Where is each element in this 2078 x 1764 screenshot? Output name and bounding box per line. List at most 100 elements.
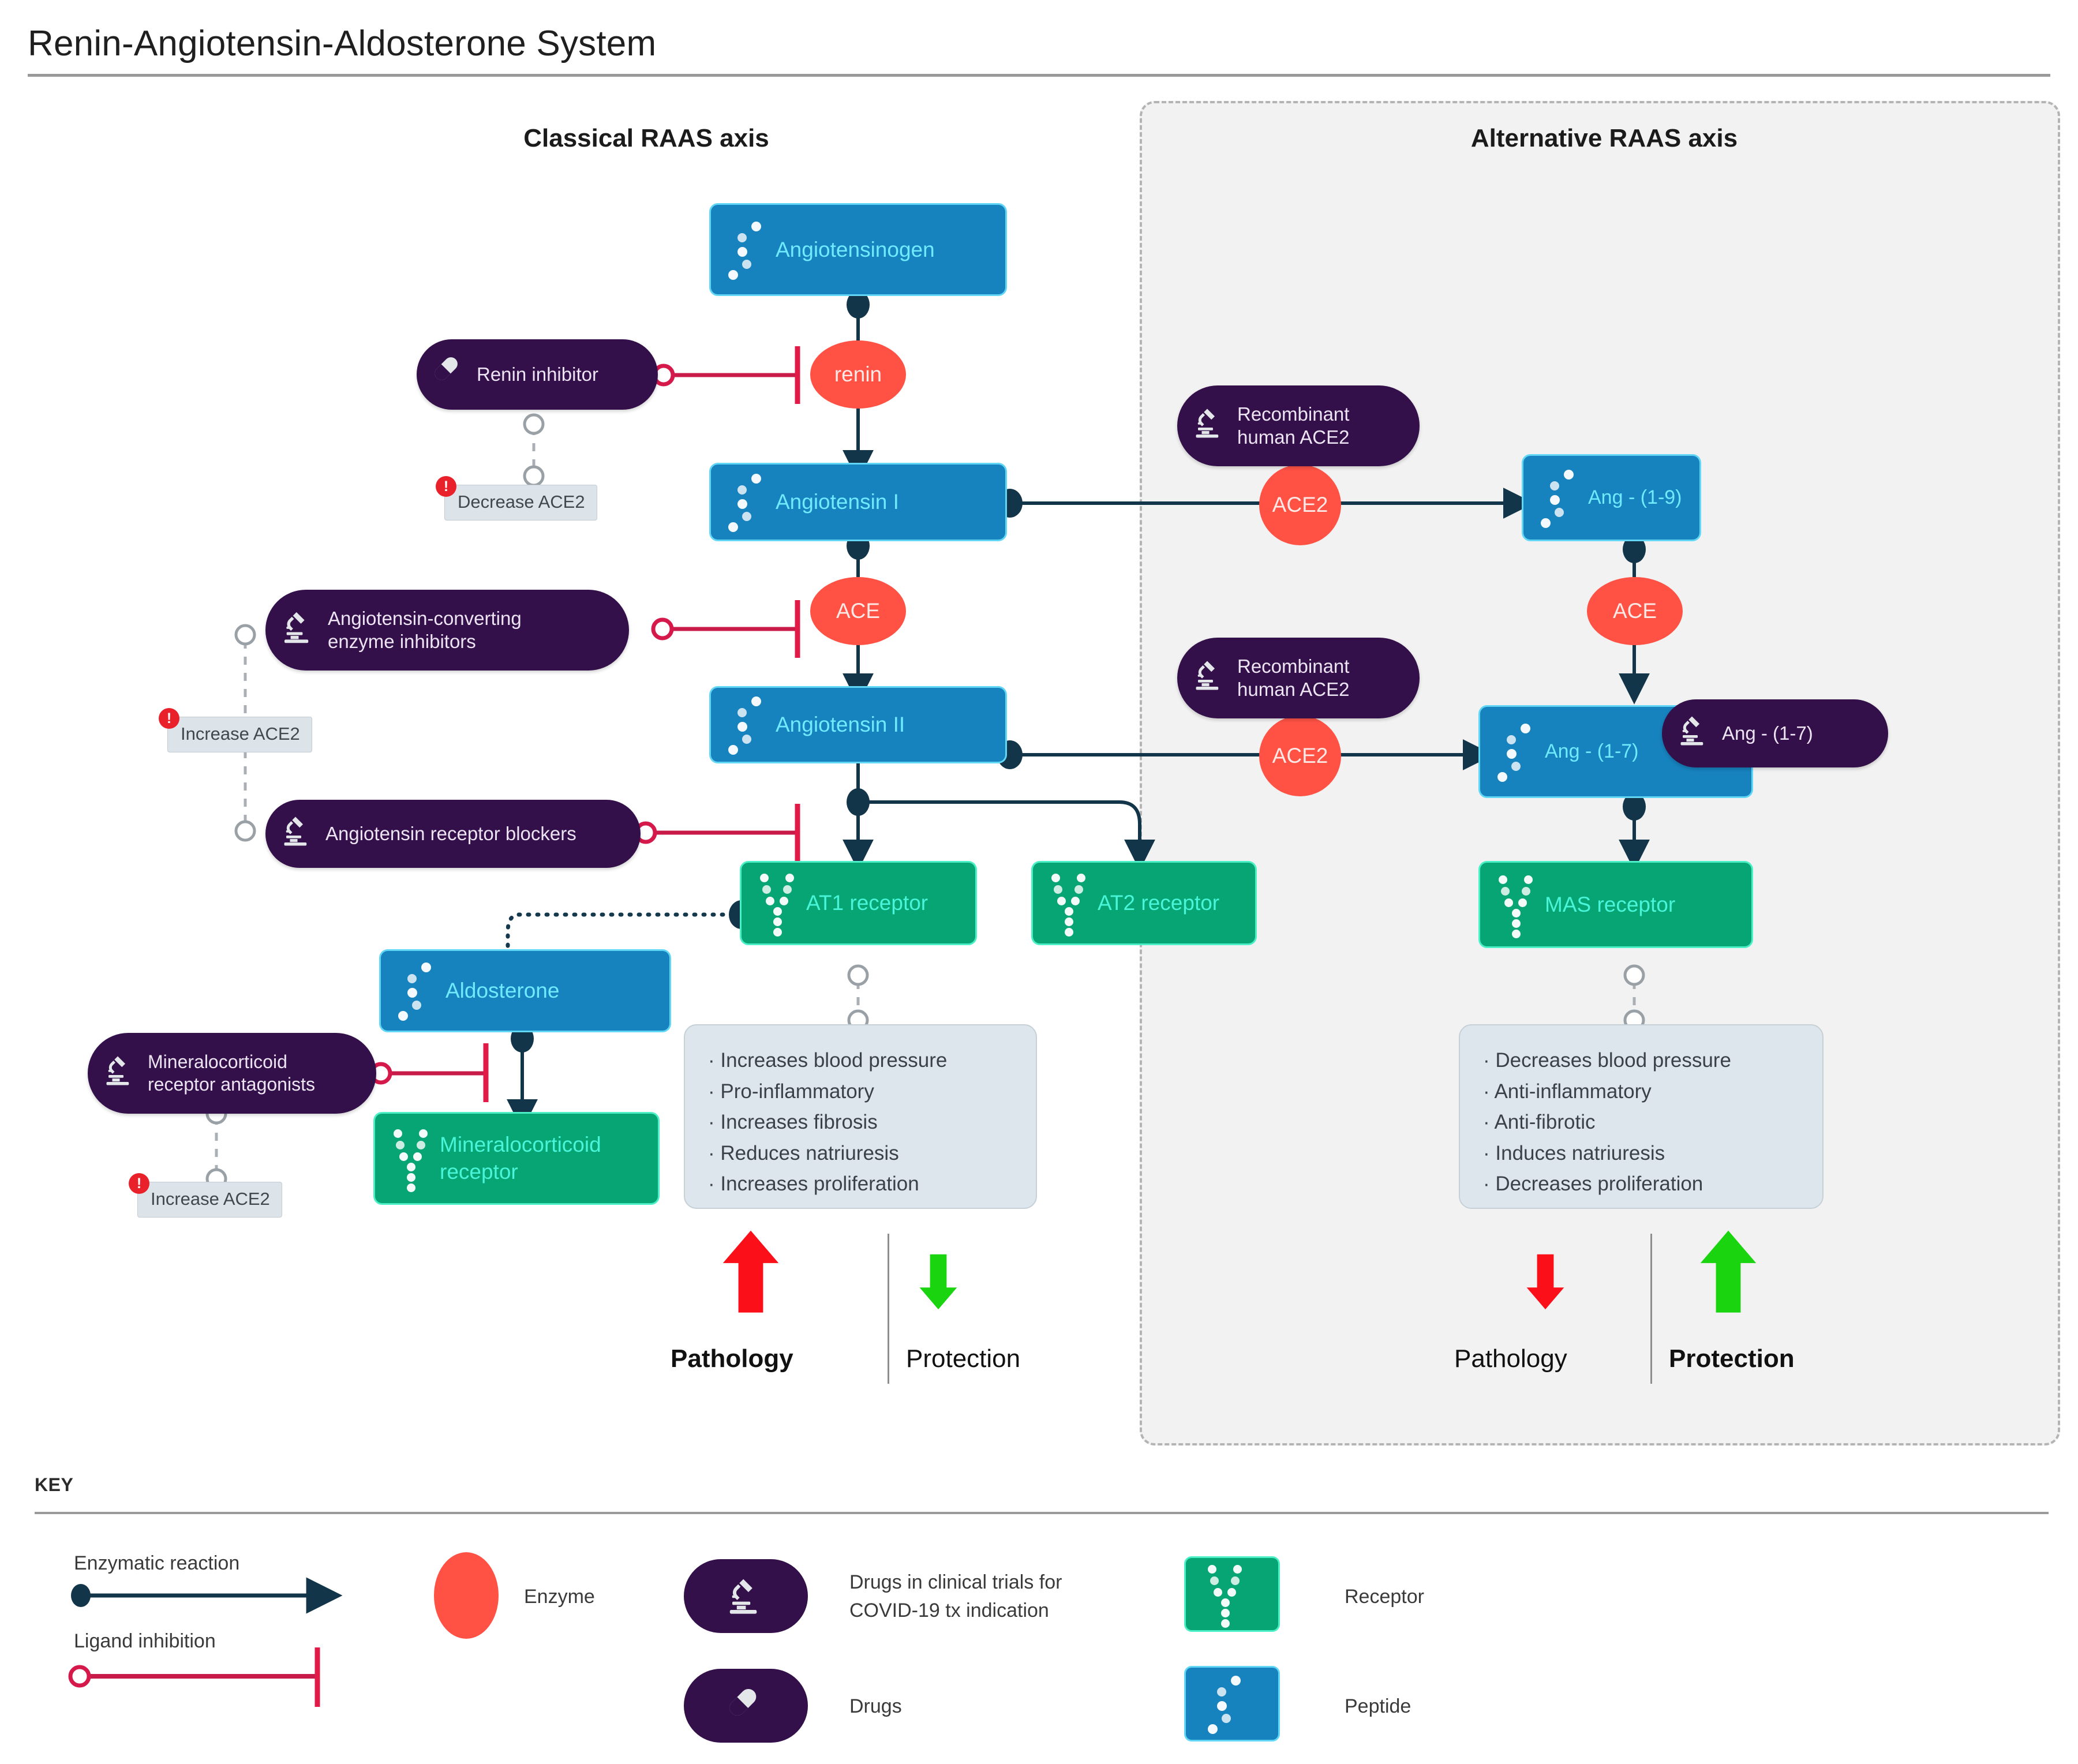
key-swatch-enzyme <box>434 1552 499 1639</box>
note-label: Increase ACE2 <box>181 724 300 744</box>
alert-icon: ! <box>159 708 179 729</box>
key-label-trials-line1: Drugs in clinical trials for <box>849 1571 1062 1593</box>
capsule-icon <box>432 354 466 394</box>
effects-alternative: · Decreases blood pressure · Anti-inflam… <box>1459 1024 1824 1209</box>
drug-label: Renin inhibitor <box>477 363 598 385</box>
node-ang-1-9[interactable]: Ang - (1-9) <box>1523 456 1699 540</box>
node-aldosterone[interactable]: Aldosterone <box>381 951 669 1031</box>
receptor-icon <box>757 871 798 937</box>
alternative-axis-header: Alternative RAAS axis <box>1470 124 1738 152</box>
node-at1-receptor[interactable]: AT1 receptor <box>742 863 975 943</box>
drug-renin-inhibitor[interactable]: Renin inhibitor <box>417 339 658 410</box>
effect-item: · Pro-inflammatory <box>708 1080 874 1103</box>
drug-label-line1: Mineralocorticoid <box>148 1051 287 1072</box>
enzyme-ace2-upper[interactable]: ACE2 <box>1259 465 1341 545</box>
drug-recombinant-human-ace2-upper[interactable]: Recombinant human ACE2 <box>1177 385 1420 466</box>
drug-label: Angiotensin-converting enzyme inhibitors <box>328 607 537 654</box>
node-label: Mineralocorticoid receptor <box>440 1133 601 1184</box>
enzyme-label: renin <box>834 362 882 386</box>
effect-item: · Increases fibrosis <box>708 1111 878 1134</box>
classical-axis-header: Classical RAAS axis <box>523 124 769 152</box>
node-angiotensinogen[interactable]: Angiotensinogen <box>711 205 1005 294</box>
receptor-icon <box>1495 873 1537 938</box>
note-increase-ace2-mid: ! Increase ACE2 <box>159 708 312 752</box>
enzyme-ace2-lower[interactable]: ACE2 <box>1259 716 1341 796</box>
drug-ace-inhibitors[interactable]: Angiotensin-converting enzyme inhibitors <box>265 590 629 671</box>
effects-classical: · Increases blood pressure · Pro-inflamm… <box>684 1024 1037 1209</box>
node-at2-receptor[interactable]: AT2 receptor <box>1033 863 1255 943</box>
note-label: Decrease ACE2 <box>458 492 585 512</box>
protection-down-arrow-icon <box>919 1254 957 1310</box>
node-mas-receptor[interactable]: MAS receptor <box>1480 863 1751 946</box>
enzyme-label: ACE <box>836 599 881 623</box>
peptide-chain-icon <box>396 959 437 1023</box>
effect-item: · Reduces natriuresis <box>708 1141 899 1164</box>
enzyme-renin[interactable]: renin <box>810 340 906 409</box>
enzyme-label: ACE <box>1612 599 1657 623</box>
key-label-peptide: Peptide <box>1345 1695 1411 1717</box>
receptor-icon <box>1204 1563 1246 1628</box>
key-divider <box>35 1512 2049 1514</box>
pathology-up-arrow-icon <box>722 1230 779 1313</box>
effect-item: · Decreases proliferation <box>1483 1173 1703 1196</box>
outcomes-divider <box>888 1234 889 1384</box>
alert-icon: ! <box>436 476 456 497</box>
drug-label: Recombinant human ACE2 <box>1237 403 1364 450</box>
key-swatch-peptide <box>1186 1668 1278 1740</box>
microscope-icon <box>103 1053 137 1093</box>
microscope-icon <box>1192 406 1227 445</box>
key-label-enzymatic-reaction: Enzymatic reaction <box>74 1552 240 1574</box>
node-angiotensin-ii[interactable]: Angiotensin II <box>711 688 1005 762</box>
peptide-chain-icon <box>726 218 767 282</box>
node-label: AT1 receptor <box>806 891 928 915</box>
key-label-ligand-inhibition: Ligand inhibition <box>74 1630 216 1652</box>
effect-item: · Anti-fibrotic <box>1483 1111 1596 1134</box>
alert-icon: ! <box>129 1173 149 1194</box>
node-label: Angiotensin II <box>776 713 905 736</box>
title-divider <box>28 74 2050 77</box>
drug-label-line1: Recombinant <box>1237 403 1350 425</box>
enzyme-ace-classical[interactable]: ACE <box>810 577 906 645</box>
effect-item: · Decreases blood pressure <box>1483 1049 1731 1072</box>
drug-angiotensin-receptor-blockers[interactable]: Angiotensin receptor blockers <box>265 800 641 868</box>
peptide-chain-icon <box>1205 1672 1247 1736</box>
enzyme-label: ACE2 <box>1272 744 1328 767</box>
pathology-label: Pathology <box>671 1344 793 1373</box>
protection-label: Protection <box>1669 1344 1795 1373</box>
outcomes-divider <box>1650 1234 1652 1384</box>
node-mineralocorticoid-receptor[interactable]: Mineralocorticoid receptor <box>375 1114 658 1203</box>
drug-ang-1-7[interactable]: Ang - (1-7) <box>1662 699 1888 767</box>
drug-label-line2: human ACE2 <box>1237 679 1350 700</box>
note-decrease-ace2: ! Decrease ACE2 <box>436 476 597 520</box>
outcomes-classical: Pathology Protection <box>664 1229 1068 1414</box>
microscope-icon <box>1677 713 1712 753</box>
drug-label: Angiotensin receptor blockers <box>325 822 576 844</box>
pathology-label: Pathology <box>1454 1344 1567 1373</box>
effect-item: · Increases proliferation <box>708 1173 919 1196</box>
drug-recombinant-human-ace2-lower[interactable]: Recombinant human ACE2 <box>1177 638 1420 718</box>
peptide-chain-icon <box>1538 466 1580 530</box>
effect-item: · Increases blood pressure <box>708 1049 948 1072</box>
drug-label-line2: enzyme inhibitors <box>328 631 476 652</box>
node-angiotensin-i[interactable]: Angiotensin I <box>711 465 1005 540</box>
key-swatch-trial-drugs <box>684 1559 808 1633</box>
receptor-icon <box>390 1127 432 1192</box>
key-swatch-receptor <box>1186 1558 1278 1630</box>
node-label: Angiotensinogen <box>776 237 935 261</box>
page-title: Renin-Angiotensin-Aldosterone System <box>28 24 657 63</box>
node-label: AT2 receptor <box>1098 891 1220 915</box>
key-swatch-drugs <box>684 1669 808 1743</box>
drug-mineralocorticoid-receptor-antagonists[interactable]: Mineralocorticoid receptor antagonists <box>88 1033 376 1114</box>
enzyme-ace-alternative[interactable]: ACE <box>1587 577 1683 645</box>
key-label-drugs: Drugs <box>849 1695 902 1717</box>
key-label-trial-drugs: Drugs in clinical trials for COVID-19 tx… <box>849 1568 1062 1626</box>
node-label: Angiotensin I <box>776 490 899 514</box>
drug-label: Ang - (1-7) <box>1722 722 1813 744</box>
note-increase-ace2-low: ! Increase ACE2 <box>129 1173 282 1218</box>
key-label-enzyme: Enzyme <box>524 1586 595 1608</box>
protection-up-arrow-icon <box>1700 1230 1757 1313</box>
key-label-trials-line2: COVID-19 tx indication <box>849 1600 1049 1622</box>
receptor-icon <box>1048 871 1089 937</box>
peptide-chain-icon <box>726 470 767 534</box>
